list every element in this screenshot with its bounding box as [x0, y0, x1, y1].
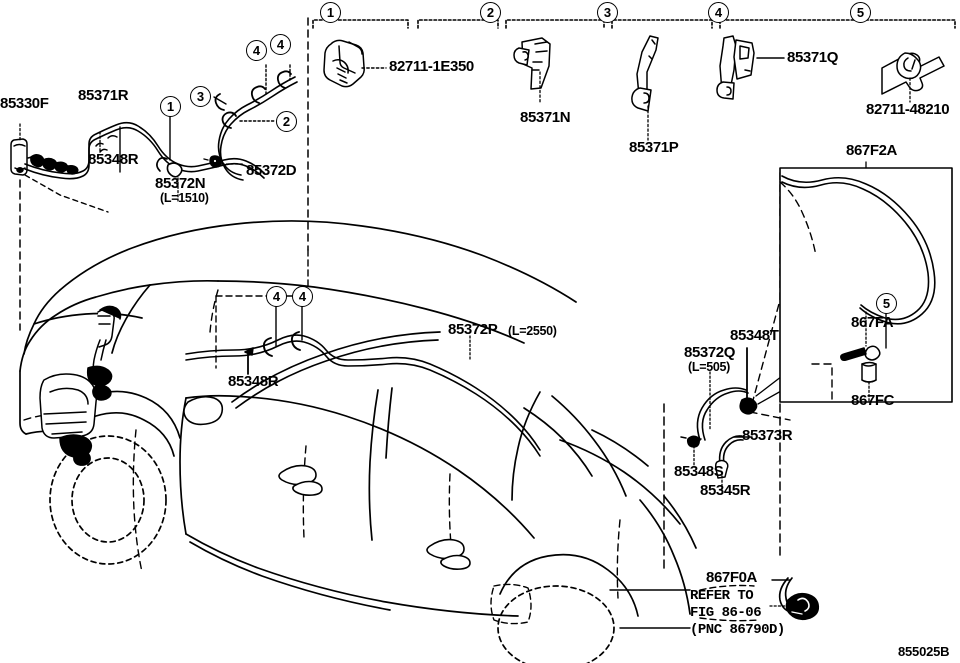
label-85373R: 85373R: [742, 427, 793, 444]
label-85372Q-length: (L=505): [688, 360, 731, 374]
legend-marker-3: 3: [597, 2, 618, 23]
label-85372P: 85372P: [448, 321, 498, 338]
callout-4-roof-b: 4: [292, 286, 313, 307]
part-85348R-upper-icon: [156, 157, 168, 172]
part-85330F-icon: [10, 138, 28, 176]
label-85348R-top: 85348R: [88, 151, 139, 168]
label-85348T: 85348T: [730, 327, 779, 344]
legend-part-label-5: 82711-48210: [866, 101, 950, 118]
hose-85373R: [718, 435, 744, 465]
legend-part-3-icon: [631, 35, 659, 112]
legend-marker-4: 4: [708, 2, 729, 23]
part-85371R-icon: [27, 153, 79, 175]
hose-detail-right: [217, 76, 298, 181]
roof-clip-b: [290, 331, 301, 351]
diagram-id: 855025B: [898, 644, 950, 659]
legend-marker-2: 2: [480, 2, 501, 23]
label-85345R: 85345R: [700, 482, 751, 499]
vehicle-silhouette: [19, 220, 697, 663]
part-867FC-icon: [861, 361, 877, 383]
label-85372N-length: (L=1510): [160, 191, 209, 205]
legend-brackets: [312, 19, 956, 29]
legend-part-4-icon: [716, 35, 755, 100]
part-85348T-icon: [739, 397, 758, 415]
legend-part-5-icon: [881, 52, 945, 95]
fuel-door: [490, 583, 532, 625]
washer-tank-detail: [39, 305, 122, 466]
connector-hose-joint-1: [166, 162, 183, 178]
inset-body-trace: [779, 181, 833, 403]
refer-note-line3: (PNC 86790D): [690, 622, 785, 638]
side-mirror: [183, 395, 224, 426]
rear-note-rule: [609, 589, 691, 629]
legend-part-1-icon: [323, 39, 365, 88]
refer-note-line1: REFER TO: [690, 588, 754, 604]
label-867FA: 867FA: [851, 314, 894, 331]
label-85330F: 85330F: [0, 95, 49, 112]
label-85372N: 85372N: [155, 175, 206, 192]
door-handle-rear: [426, 538, 471, 570]
rear-section-line: [663, 403, 781, 571]
label-867FC: 867FC: [851, 392, 895, 409]
label-85372P-length: (L=2550): [508, 324, 557, 338]
part-867FA-icon: [840, 345, 881, 361]
label-85348R-mid: 85348R: [228, 373, 279, 390]
label-85372D: 85372D: [246, 162, 297, 179]
hose-85372Q: [696, 387, 749, 441]
inset-cable-867F2A: [781, 175, 936, 325]
clip-detail-a: [250, 85, 266, 104]
part-85348S-icon: [680, 435, 702, 448]
callout-4-detail-b: 4: [270, 34, 291, 55]
callout-2-detail: 2: [276, 111, 297, 132]
legend-part-2-icon: [513, 37, 551, 90]
callout-3-detail: 3: [190, 86, 211, 107]
label-85372Q: 85372Q: [684, 344, 735, 361]
callout-4-roof-a: 4: [266, 286, 287, 307]
label-867F2A: 867F2A: [846, 142, 897, 159]
refer-note-line2: FIG 86-06: [690, 605, 762, 621]
clip-detail-b: [276, 70, 292, 89]
detail-region-box: [19, 17, 309, 331]
callout-5-inset: 5: [876, 293, 897, 314]
legend-part-label-2: 85371N: [520, 109, 571, 126]
legend-marker-1: 1: [320, 2, 341, 23]
hose-clip-ticks: [95, 134, 118, 153]
rear-note-body-leader: [699, 584, 759, 622]
clip-detail-d: [221, 111, 237, 129]
part-867F0A-connector: [785, 592, 820, 621]
part-85372D-icon: [203, 155, 222, 168]
label-867F0A: 867F0A: [706, 569, 757, 586]
detail-region-leader: [24, 174, 109, 213]
label-85371R: 85371R: [78, 87, 129, 104]
label-85348S: 85348S: [674, 463, 724, 480]
leader-circle3: [213, 96, 227, 105]
roof-clip-a: [262, 337, 273, 357]
legend-part-label-3: 85371P: [629, 139, 679, 156]
legend-part-label-1: 82711-1E350: [389, 58, 474, 75]
callout-1-detail: 1: [160, 96, 181, 117]
clip-detail-c: [214, 93, 225, 111]
legend-marker-5: 5: [850, 2, 871, 23]
door-handle-front: [278, 464, 323, 496]
part-85345R-icon: [714, 459, 729, 479]
callout-4-detail-a: 4: [246, 40, 267, 61]
legend-part-label-4: 85371Q: [787, 49, 838, 66]
